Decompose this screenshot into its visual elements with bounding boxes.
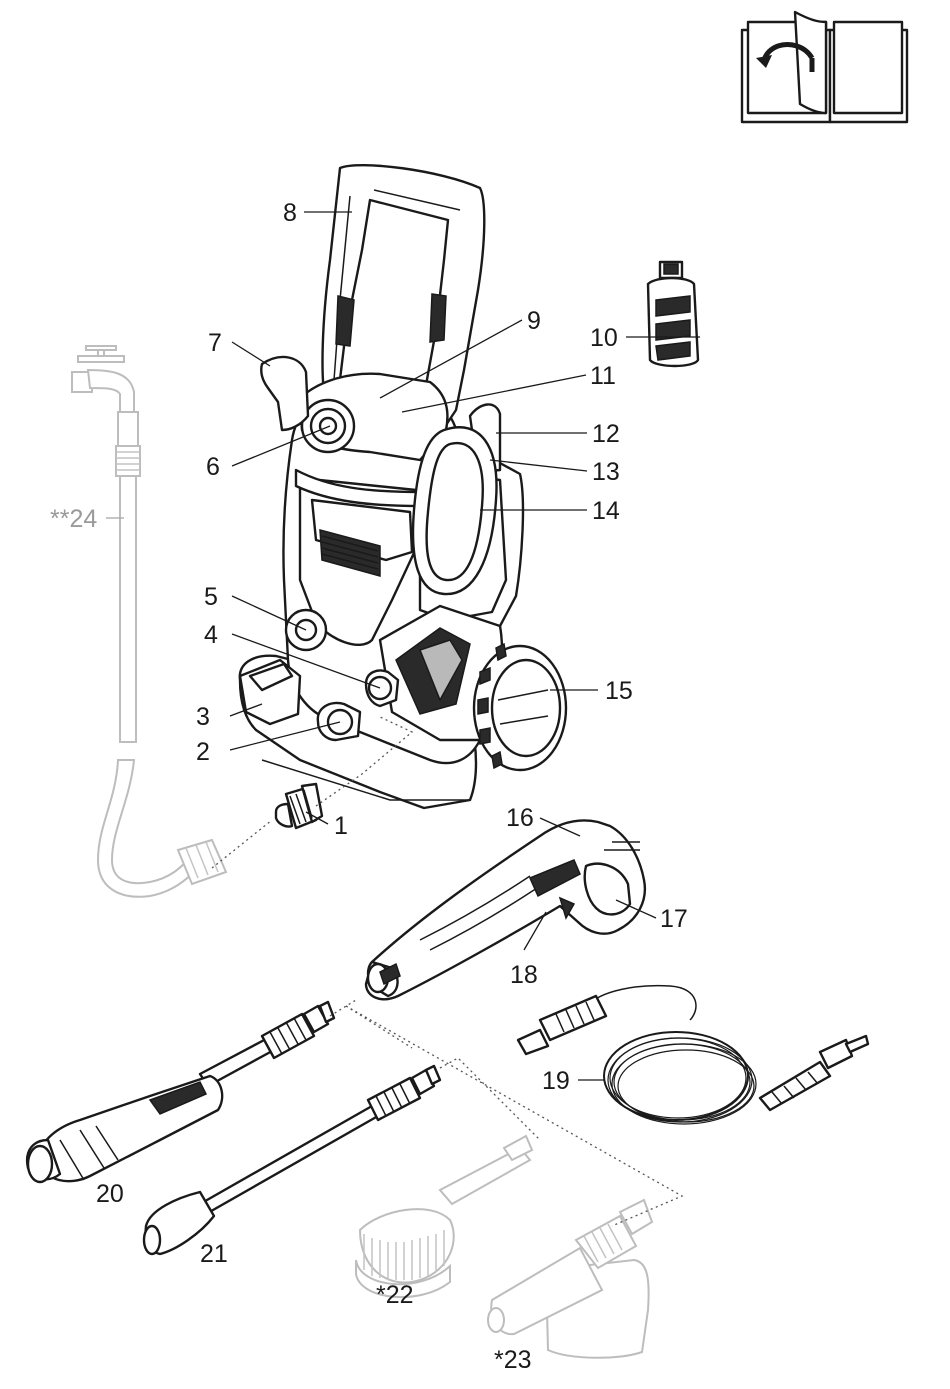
callout-16: 16: [506, 804, 534, 832]
callout-1: 1: [334, 812, 348, 840]
callout-19: 19: [542, 1067, 570, 1095]
trigger-gun: [366, 821, 645, 1000]
callout-11: 11: [590, 362, 616, 390]
callout-6: 6: [206, 453, 220, 481]
callout-8: 8: [283, 199, 297, 227]
callout-10: 10: [590, 324, 618, 352]
water-connection-coupling: [276, 784, 322, 828]
assembly-line-accessories: [346, 1006, 682, 1226]
callout-22: *22: [376, 1281, 414, 1309]
assembly-line-gun: [330, 1000, 356, 1016]
callout-21: 21: [200, 1240, 228, 1268]
foam-nozzle-accessory: [488, 1200, 652, 1358]
callout-4: 4: [204, 621, 218, 649]
callout-5: 5: [204, 583, 218, 611]
pressure-washer-body: [240, 165, 566, 808]
read-manual-book-icon: [742, 12, 907, 122]
callout-15: 15: [605, 677, 633, 705]
garden-hose-accessory: [72, 346, 226, 897]
high-pressure-hose: [518, 986, 868, 1124]
callout-20: 20: [96, 1180, 124, 1208]
wheel: [474, 644, 566, 770]
callout-12: 12: [592, 420, 620, 448]
callout-14: 14: [592, 497, 620, 525]
assembly-line-coupling: [212, 820, 272, 868]
detergent-bottle-accessory: [648, 262, 698, 366]
rotary-wash-brush-accessory: [356, 1136, 532, 1297]
callout-18: 18: [510, 961, 538, 989]
callout-3: 3: [196, 703, 210, 731]
callout-13: 13: [592, 458, 620, 486]
callout-23: *23: [494, 1346, 532, 1374]
callout-17: 17: [660, 905, 688, 933]
callout-24: **24: [50, 505, 97, 533]
callout-2: 2: [196, 738, 210, 766]
callout-7: 7: [208, 329, 222, 357]
callout-9: 9: [527, 307, 541, 335]
